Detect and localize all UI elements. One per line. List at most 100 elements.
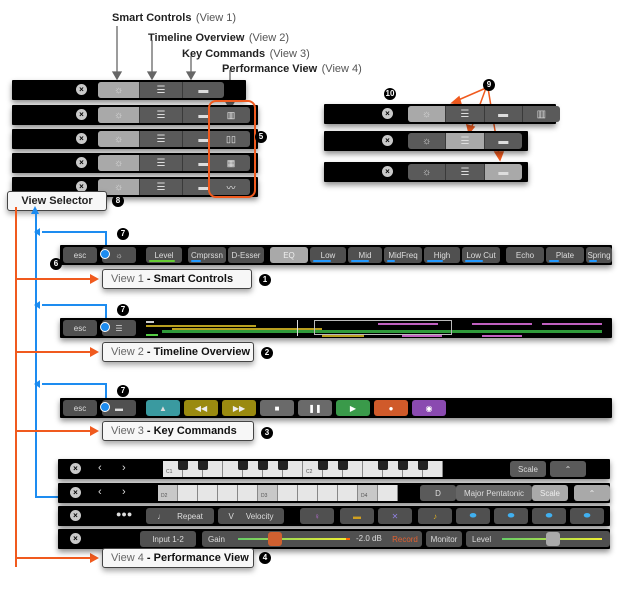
view-selector-segment[interactable]: ☼☰▬ ▥ <box>408 106 560 122</box>
esc-button[interactable]: esc <box>63 320 97 336</box>
timeline-icon[interactable]: ☰ <box>140 155 183 171</box>
piano-key[interactable] <box>423 461 443 477</box>
piano-key[interactable] <box>343 461 363 477</box>
key-button[interactable]: D <box>420 485 456 501</box>
view-selector-segment[interactable]: ☼☰▬ <box>408 133 522 149</box>
chord-button[interactable]: ⌃ <box>574 485 610 501</box>
piano-black-key[interactable] <box>178 461 188 470</box>
view-selector-segment[interactable]: ☼☰ ▬ <box>98 131 224 147</box>
close-icon[interactable]: × <box>76 157 87 168</box>
close-icon[interactable]: × <box>70 510 81 521</box>
key-command-icon[interactable]: ▬ <box>198 84 209 96</box>
control-midfreq[interactable]: MidFreq <box>384 247 422 263</box>
piano-black-key[interactable] <box>378 461 388 470</box>
sun-icon[interactable]: ☼ <box>98 107 141 123</box>
control-echo[interactable]: Echo <box>506 247 544 263</box>
piano-black-key[interactable] <box>418 461 428 470</box>
control-low-cut[interactable]: Low Cut <box>462 247 500 263</box>
scale-button[interactable]: Scale <box>532 485 568 501</box>
esc-button[interactable]: esc <box>63 400 97 416</box>
timeline-icon[interactable]: ☰ <box>446 133 485 149</box>
key-command-icon[interactable]: ▬ <box>198 181 209 193</box>
sun-icon[interactable]: ☼ <box>408 133 447 149</box>
drum-pad-8[interactable]: ⬬ <box>570 508 604 524</box>
scale-key[interactable] <box>378 485 398 501</box>
scale-key[interactable] <box>198 485 218 501</box>
stop-button[interactable]: ■ <box>260 400 294 416</box>
piano-black-key[interactable] <box>318 461 328 470</box>
close-icon[interactable]: × <box>70 533 81 544</box>
level-knob[interactable] <box>546 532 560 546</box>
scale-key[interactable] <box>298 485 318 501</box>
fast-forward-button[interactable]: ▶▶ <box>222 400 256 416</box>
scale-key[interactable] <box>178 485 198 501</box>
chord-button[interactable]: ⌃ <box>550 461 586 477</box>
control-mid[interactable]: Mid <box>348 247 382 263</box>
capture-button[interactable]: ◉ <box>412 400 446 416</box>
waveform-icon[interactable]: 〰 <box>212 179 250 195</box>
chevron-left-icon[interactable]: ‹ <box>98 462 102 474</box>
view-selector-segment[interactable]: ☼☰▬ <box>98 82 224 98</box>
drum-pad-2[interactable]: ▬ <box>340 508 374 524</box>
scale-key[interactable]: D4 <box>358 485 378 501</box>
view-selector-segment[interactable]: ☼☰▬ <box>98 155 224 171</box>
sun-icon[interactable]: ☼ <box>408 164 447 180</box>
piano-black-key[interactable] <box>278 461 288 470</box>
scale-key[interactable] <box>218 485 238 501</box>
close-icon[interactable]: × <box>76 84 87 95</box>
sun-icon[interactable]: ☼ <box>98 179 141 195</box>
key-command-icon[interactable]: ▬ <box>198 133 209 145</box>
key-command-icon[interactable]: ▬ <box>485 106 523 122</box>
control-cmprssn[interactable]: Cmprssn <box>188 247 226 263</box>
scale-key[interactable] <box>238 485 258 501</box>
scale-button[interactable]: Scale <box>510 461 546 477</box>
visible-area-box[interactable] <box>314 320 452 335</box>
piano-key[interactable] <box>283 461 303 477</box>
piano-black-key[interactable] <box>398 461 408 470</box>
metronome-button[interactable]: ▲ <box>146 400 180 416</box>
esc-button[interactable]: esc <box>63 247 97 263</box>
drum-pad-3[interactable]: ✕ <box>378 508 412 524</box>
close-icon[interactable]: × <box>382 166 393 177</box>
gain-slider[interactable]: Gain -2.0 dB <box>202 531 396 547</box>
view-selector-segment[interactable]: ☼☰▬ <box>98 179 224 195</box>
gain-knob[interactable] <box>268 532 282 546</box>
timeline-icon[interactable]: ☰ <box>140 131 183 147</box>
input-button[interactable]: Input 1-2 <box>140 531 196 547</box>
timeline-overview-strip[interactable] <box>142 318 610 338</box>
piano-key[interactable] <box>203 461 223 477</box>
scale-key[interactable] <box>338 485 358 501</box>
view-selector-segment[interactable]: ☼☰ ▬ <box>98 107 224 123</box>
drum-pad-6[interactable]: ⬬ <box>494 508 528 524</box>
timeline-icon[interactable]: ☰ <box>446 106 485 122</box>
key-command-icon[interactable]: ▬ <box>198 157 209 169</box>
piano-black-key[interactable] <box>238 461 248 470</box>
sun-icon[interactable]: ☼ <box>408 106 447 122</box>
drum-pad-5[interactable]: ⬬ <box>456 508 490 524</box>
more-icon[interactable]: ●●● <box>116 509 133 519</box>
piano-icon[interactable]: ▥ <box>536 108 547 120</box>
view-selector-button[interactable]: ▬ <box>102 400 136 416</box>
close-icon[interactable]: × <box>70 463 81 474</box>
scale-key[interactable] <box>278 485 298 501</box>
close-icon[interactable]: × <box>76 109 87 120</box>
play-button[interactable]: ▶ <box>336 400 370 416</box>
drum-pad-1[interactable]: ♀ <box>300 508 334 524</box>
timeline-icon[interactable]: ☰ <box>140 107 183 123</box>
close-icon[interactable]: × <box>382 135 393 146</box>
view-selector-segment[interactable]: ☼☰▬ <box>408 164 522 180</box>
sun-icon[interactable]: ☼ <box>98 131 141 147</box>
scale-key[interactable]: D3 <box>258 485 278 501</box>
scale-key[interactable]: D2 <box>158 485 178 501</box>
grid-icon[interactable]: ▦ <box>212 155 250 171</box>
close-icon[interactable]: × <box>76 181 87 192</box>
monitor-button[interactable]: Monitor <box>426 531 462 547</box>
control-level[interactable]: Level <box>146 247 182 263</box>
pause-button[interactable]: ❚❚ <box>298 400 332 416</box>
key-command-icon[interactable]: ▬ <box>198 109 209 121</box>
drum-icon[interactable]: ▯▯ <box>212 131 250 147</box>
view-selector-button[interactable]: ☰ <box>102 320 136 336</box>
view-selector-button[interactable]: ☼ <box>102 247 136 263</box>
